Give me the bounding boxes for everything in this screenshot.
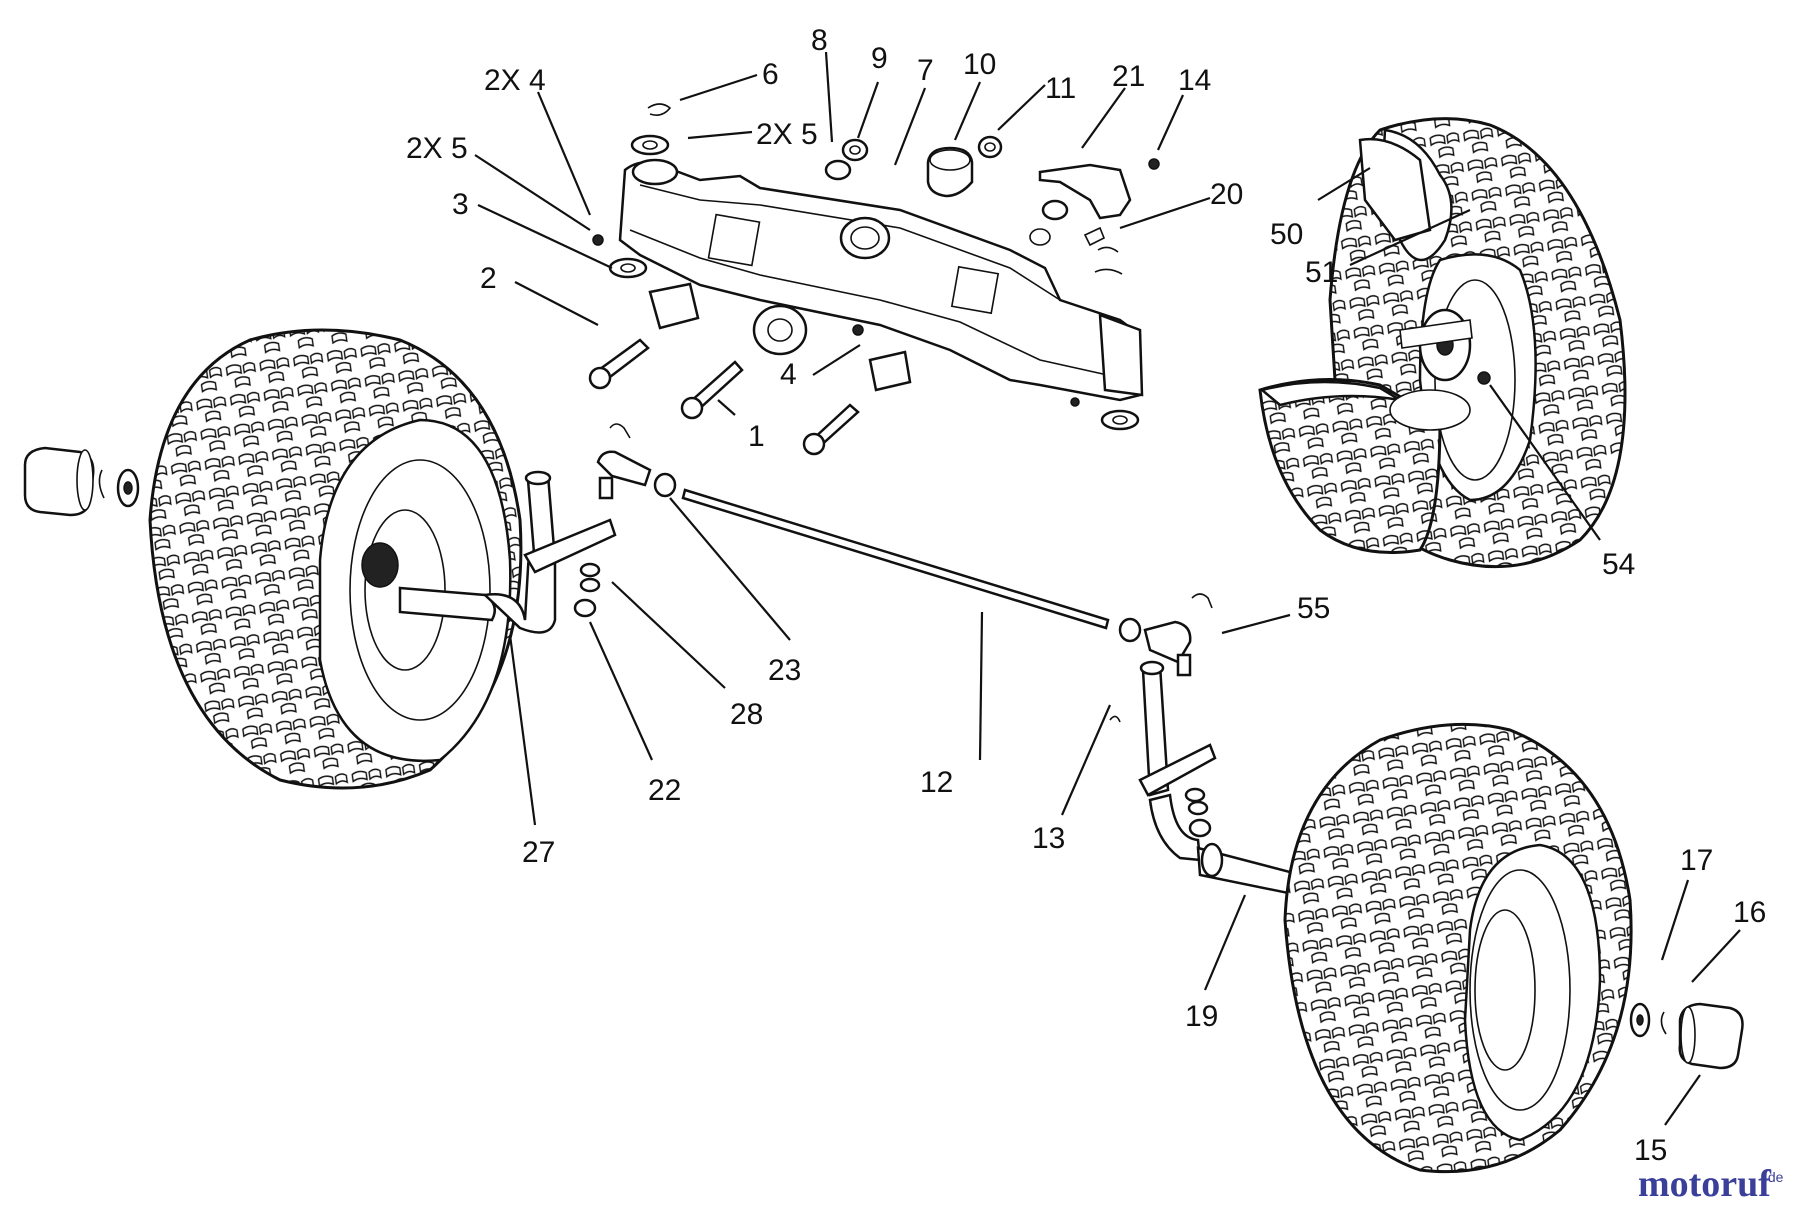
callout-2: 2	[480, 262, 497, 295]
callout-15: 15	[1634, 1134, 1667, 1167]
cutaway-tire-assembly	[1258, 117, 1627, 569]
callout-21: 21	[1112, 60, 1145, 93]
callout-14: 14	[1178, 64, 1211, 97]
callout-55: 55	[1297, 592, 1330, 625]
callout-2x4: 2X 4	[484, 64, 546, 97]
callout-22: 22	[648, 774, 681, 807]
callout-23: 23	[768, 654, 801, 687]
callout-11: 11	[1045, 72, 1076, 105]
callout-labels: 2X 4 6 8 9 7 10 11 21 14 2X 5 2X 5 3 20 …	[406, 24, 1766, 1167]
leader-lines	[474, 51, 1741, 1126]
callout-28: 28	[730, 698, 763, 731]
watermark-suffix: .de	[1764, 1169, 1784, 1185]
tie-rod-assembly	[596, 423, 1213, 677]
watermark-brand: motoruf	[1638, 1163, 1772, 1205]
callout-20: 20	[1210, 178, 1243, 211]
axle-hardware	[588, 103, 1160, 456]
right-spindle	[1109, 660, 1302, 897]
callout-9: 9	[871, 42, 888, 75]
callout-50: 50	[1270, 218, 1303, 251]
left-wheel-assembly	[23, 328, 523, 790]
left-spindle	[398, 470, 617, 634]
callout-19: 19	[1185, 1000, 1218, 1033]
front-axle-beam	[618, 158, 1144, 402]
callout-13: 13	[1032, 822, 1065, 855]
callout-1: 1	[748, 420, 765, 453]
callout-8: 8	[811, 24, 828, 57]
callout-16: 16	[1733, 896, 1766, 929]
callout-7: 7	[917, 54, 934, 87]
watermark-logo: motoruf .de	[1638, 1163, 1784, 1205]
callout-51: 51	[1305, 256, 1338, 289]
callout-2x5-left: 2X 5	[406, 132, 468, 165]
callout-3: 3	[452, 188, 469, 221]
callout-2x5-top: 2X 5	[756, 118, 818, 151]
callout-6: 6	[762, 58, 779, 91]
callout-27: 27	[522, 836, 555, 869]
callout-54: 54	[1602, 548, 1635, 581]
right-wheel-assembly	[1283, 722, 1744, 1174]
callout-17: 17	[1680, 844, 1713, 877]
callout-10: 10	[963, 48, 996, 81]
callout-4: 4	[780, 358, 797, 391]
callout-12: 12	[920, 766, 953, 799]
